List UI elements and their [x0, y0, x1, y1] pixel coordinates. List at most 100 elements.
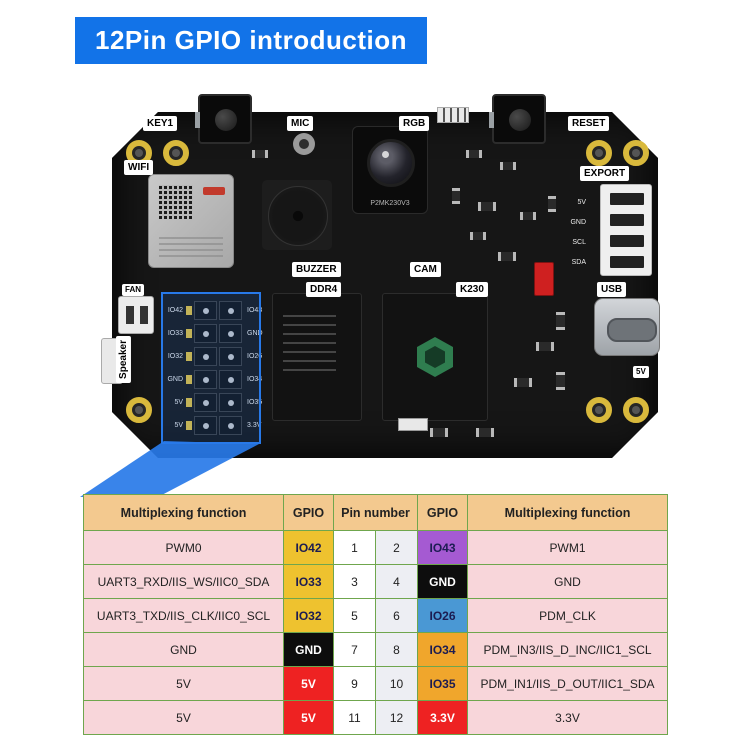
- header-pin: [219, 416, 242, 435]
- key1-button: [195, 94, 252, 144]
- gpio-pinout-table: Multiplexing function GPIO Pin number GP…: [83, 494, 669, 735]
- pin-marker: [186, 306, 192, 315]
- chip-marking: [283, 308, 336, 371]
- gpio-pin-label: 3.3V: [247, 422, 262, 429]
- mounting-hole: [623, 140, 649, 166]
- pin-cell-left: 3: [333, 564, 376, 599]
- qr-code: [159, 185, 193, 219]
- gpio-cell-left: 5V: [283, 700, 334, 735]
- header-pin: [194, 416, 217, 435]
- label-usb: USB: [597, 282, 627, 297]
- header-gpio-right: GPIO: [417, 494, 469, 531]
- header-pin: [219, 347, 242, 366]
- gpio-cell-left: GND: [283, 632, 334, 667]
- mux-function-right: PDM_CLK: [467, 598, 669, 633]
- buzzer-component: [262, 180, 332, 250]
- pin-marker: [186, 352, 192, 361]
- mounting-hole: [623, 397, 649, 423]
- camera-module: P2MK230V3: [352, 126, 428, 214]
- pin-marker: [186, 421, 192, 430]
- microphone: [293, 133, 315, 155]
- pin-cell-right: 4: [374, 564, 419, 599]
- connector-slot: [610, 256, 644, 268]
- export-pin-label: GND: [570, 219, 586, 226]
- pin-cell-left: 5: [333, 598, 376, 633]
- gpio-cell-right: IO43: [417, 530, 469, 565]
- mux-function-left: 5V: [83, 666, 284, 701]
- passive-component: [514, 378, 532, 387]
- passive-component: [430, 428, 448, 437]
- gpio-pin-label: IO34: [247, 376, 263, 383]
- passive-component: [556, 372, 565, 390]
- pin-cell-left: 1: [333, 530, 376, 565]
- gpio-pin-label: IO35: [247, 399, 263, 406]
- passive-component: [520, 212, 536, 220]
- camera-lens: [367, 139, 415, 187]
- passive-component: [478, 202, 496, 211]
- passive-component: [470, 232, 486, 240]
- passive-component: [466, 150, 482, 158]
- gpio-pin-label: IO33: [167, 330, 183, 337]
- pin-cell-right: 10: [374, 666, 419, 701]
- table-header-row: Multiplexing function GPIO Pin number GP…: [83, 494, 669, 531]
- gpio-cell-left: IO42: [283, 530, 334, 565]
- mux-function-right: PDM_IN3/IIS_D_INC/IIC1_SCL: [467, 632, 669, 667]
- export-pin-labels: 5V GND SCL SDA: [552, 193, 592, 273]
- wifi-silkscreen: [159, 235, 223, 257]
- label-mic: MIC: [287, 116, 314, 131]
- mux-function-right: 3.3V: [467, 700, 669, 735]
- gpio-cell-right: IO34: [417, 632, 469, 667]
- gpio-cell-right: GND: [417, 564, 469, 599]
- export-pin-label: SDA: [571, 259, 586, 266]
- connector-slot: [610, 235, 644, 247]
- label-buzzer: BUZZER: [292, 262, 341, 277]
- ddr4-chip: [272, 293, 362, 421]
- label-k230: K230: [456, 282, 488, 297]
- header-pin: [219, 301, 242, 320]
- gpio-header-row: IO33 GND: [152, 322, 278, 345]
- header-pin: [194, 301, 217, 320]
- pin-marker: [186, 329, 192, 338]
- header-pin: [194, 347, 217, 366]
- gpio-pin-label: GND: [247, 330, 263, 337]
- passive-component: [556, 312, 565, 330]
- mux-function-left: PWM0: [83, 530, 284, 565]
- page-title: 12Pin GPIO introduction: [75, 17, 427, 64]
- label-5v: 5V: [633, 366, 649, 378]
- connector-slot: [610, 193, 644, 205]
- white-component: [398, 418, 428, 431]
- passive-component: [536, 342, 554, 351]
- gpio-cell-left: IO33: [283, 564, 334, 599]
- header-pin: [219, 393, 242, 412]
- k230-chip: [382, 293, 488, 421]
- header-pin-number: Pin number: [332, 494, 419, 531]
- gpio-highlight-box: [161, 292, 261, 444]
- gpio-pin-label: IO43: [247, 307, 263, 314]
- mux-function-right: PDM_IN1/IIS_D_OUT/IIC1_SDA: [467, 666, 669, 701]
- export-pin-label: 5V: [577, 199, 586, 206]
- pin-cell-right: 8: [374, 632, 419, 667]
- mux-function-right: PWM1: [467, 530, 669, 565]
- reset-button: [489, 94, 546, 144]
- wifi-module: [148, 174, 234, 268]
- passive-component: [498, 252, 516, 261]
- label-fan: FAN: [122, 284, 144, 296]
- export-pin-label: SCL: [572, 239, 586, 246]
- mounting-hole: [586, 397, 612, 423]
- wifi-vendor-logo: [203, 187, 225, 195]
- label-rgb: RGB: [399, 116, 430, 131]
- header-pin: [194, 393, 217, 412]
- pin-cell-right: 6: [374, 598, 419, 633]
- fan-connector: [118, 296, 154, 334]
